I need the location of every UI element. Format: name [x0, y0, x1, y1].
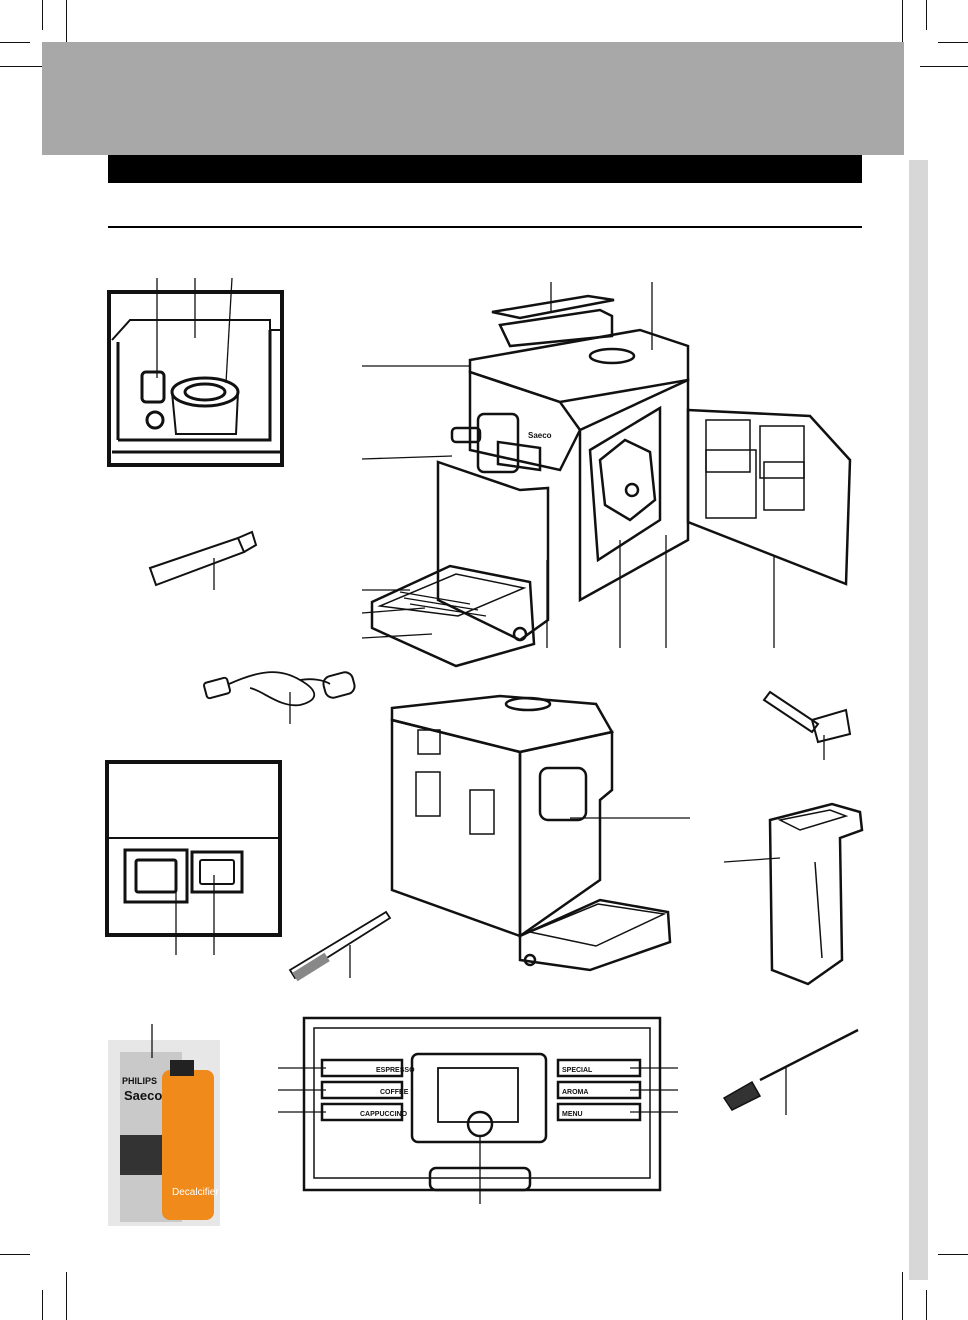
- water-hardness-strip-icon: [288, 910, 392, 982]
- espresso-label: ESPRESSO: [376, 1067, 415, 1074]
- header-band: [42, 42, 904, 155]
- special-label: SPECIAL: [562, 1067, 593, 1074]
- aroma-label: AROMA: [562, 1089, 588, 1096]
- crop-mark: [42, 0, 43, 30]
- power-switch-detail: [105, 760, 282, 955]
- machine-closed-view: [390, 694, 690, 972]
- crop-mark: [0, 1254, 30, 1255]
- crop-mark: [0, 66, 48, 67]
- crop-mark: [938, 1254, 968, 1255]
- control-panel-diagram: [278, 1016, 678, 1204]
- crop-mark: [0, 42, 30, 43]
- milk-carafe-icon: [723, 802, 864, 986]
- crop-mark: [938, 42, 968, 43]
- crop-mark: [42, 1290, 43, 1320]
- cappuccino-label: CAPPUCCINO: [360, 1111, 408, 1118]
- crop-mark: [902, 1272, 903, 1320]
- crop-mark: [926, 0, 927, 30]
- crop-mark: [902, 0, 903, 48]
- crop-mark: [66, 1272, 67, 1320]
- grease-tube-icon: [148, 530, 258, 590]
- crop-mark: [920, 66, 968, 67]
- coffee-label: COFFEE: [380, 1089, 409, 1096]
- decalcifier-photo: [108, 1024, 220, 1226]
- decalcifier-brand: PHILIPS: [122, 1076, 157, 1086]
- menu-label: MENU: [562, 1111, 583, 1118]
- crop-mark: [926, 1290, 927, 1320]
- machine-open-view: [361, 282, 852, 668]
- drip-tray-detail: [107, 277, 284, 467]
- measuring-scoop-icon: [762, 690, 852, 760]
- machine-brand-label: Saeco: [528, 431, 552, 440]
- cleaning-brush-icon: [722, 1028, 859, 1115]
- decalcifier-product: Decalcifier: [172, 1187, 219, 1198]
- crop-mark: [66, 0, 67, 48]
- decalcifier-sub-brand: Saeco: [124, 1088, 162, 1103]
- power-cord-icon: [203, 671, 356, 724]
- section-rule: [108, 226, 862, 228]
- side-tab: [909, 160, 928, 1280]
- section-bar: [108, 155, 862, 183]
